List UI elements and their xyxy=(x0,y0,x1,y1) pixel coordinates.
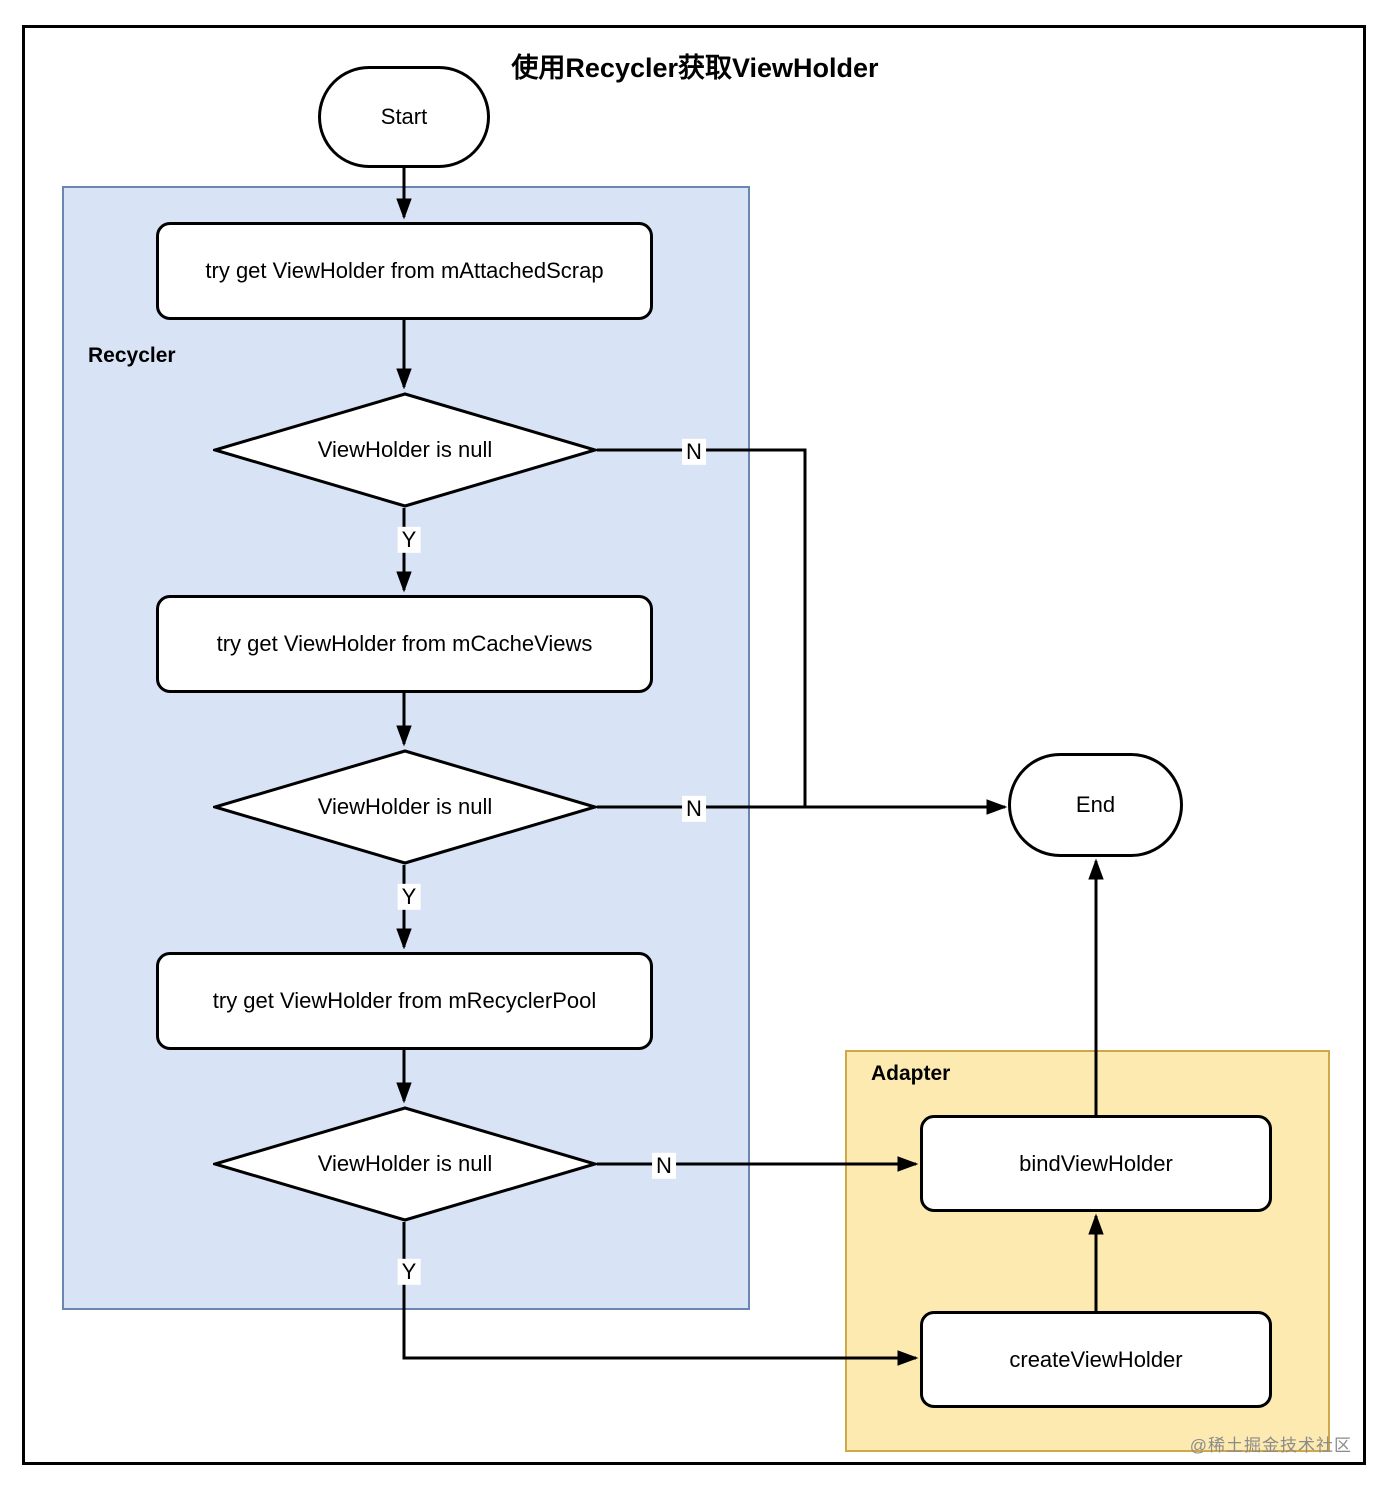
node-decision-viewholder-null-3: ViewHolder is null xyxy=(213,1106,597,1222)
node-decision2-label: ViewHolder is null xyxy=(317,794,493,819)
edge-label-decision3-n: N xyxy=(652,1152,676,1180)
node-try-mcacheviews-label: try get ViewHolder from mCacheViews xyxy=(216,631,593,656)
edge-label-decision1-n: N xyxy=(682,438,706,466)
node-try-mattachedscrap-label: try get ViewHolder from mAttachedScrap xyxy=(205,258,604,283)
node-try-mattachedscrap: try get ViewHolder from mAttachedScrap xyxy=(156,222,653,320)
node-createviewholder-label: createViewHolder xyxy=(1009,1346,1183,1372)
node-bindviewholder: bindViewHolder xyxy=(920,1115,1272,1212)
edge-label-decision3-y: Y xyxy=(397,1258,421,1286)
edge-label-decision2-n: N xyxy=(682,795,706,823)
diamond-icon xyxy=(213,749,597,865)
region-adapter-label: Adapter xyxy=(871,1062,951,1085)
node-decision-viewholder-null-1: ViewHolder is null xyxy=(213,392,597,508)
node-bindviewholder-label: bindViewHolder xyxy=(1019,1150,1173,1176)
diamond-icon xyxy=(213,1106,597,1222)
node-start: Start xyxy=(318,66,490,168)
node-start-label: Start xyxy=(380,104,428,129)
diamond-icon xyxy=(213,392,597,508)
edge-label-decision1-y: Y xyxy=(397,526,421,554)
node-try-mrecyclerpool: try get ViewHolder from mRecyclerPool xyxy=(156,952,653,1050)
node-end-label: End xyxy=(1075,792,1116,817)
node-end: End xyxy=(1008,753,1183,857)
edge-label-decision2-y: Y xyxy=(397,883,421,911)
node-try-mcacheviews: try get ViewHolder from mCacheViews xyxy=(156,595,653,693)
node-decision-viewholder-null-2: ViewHolder is null xyxy=(213,749,597,865)
diagram-border xyxy=(22,25,1366,1465)
page-title: 使用Recycler获取ViewHolder xyxy=(511,53,879,83)
region-recycler-label: Recycler xyxy=(88,344,176,367)
node-decision1-label: ViewHolder is null xyxy=(317,437,493,462)
node-decision3-label: ViewHolder is null xyxy=(317,1151,493,1176)
node-createviewholder: createViewHolder xyxy=(920,1311,1272,1408)
node-try-mrecyclerpool-label: try get ViewHolder from mRecyclerPool xyxy=(212,988,597,1013)
watermark: @稀土掘金技术社区 xyxy=(1189,1436,1352,1455)
